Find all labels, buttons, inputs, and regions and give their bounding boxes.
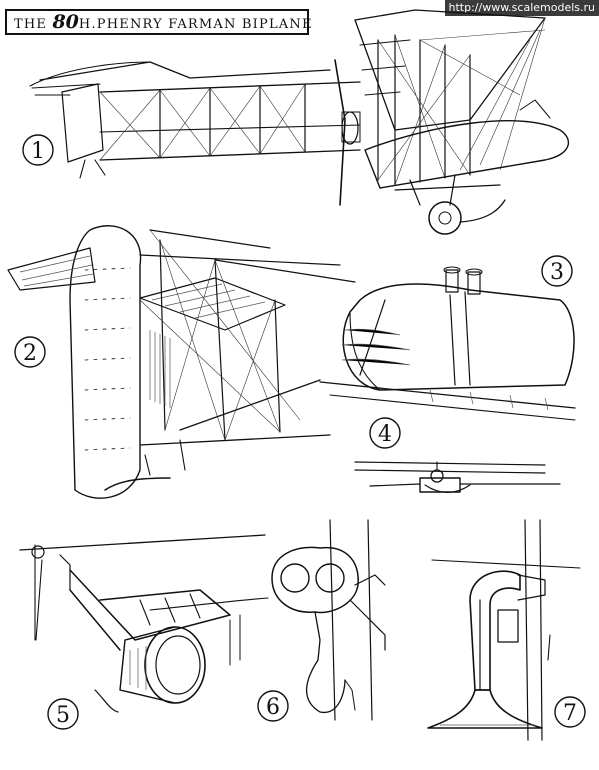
figure-number-2: 2 — [23, 341, 37, 366]
figure-number-1: 1 — [31, 139, 45, 164]
title-name: HENRY FARMAN BIPLANE — [106, 17, 313, 32]
figure-5-headlamp: 5 — [19, 534, 269, 730]
title-number: 80 — [52, 11, 79, 33]
figure-2-tail: 2 — [7, 225, 356, 499]
figure-3-tank: 3 — [319, 255, 576, 421]
title-prefix: THE — [14, 17, 48, 32]
title-unit: H.P — [78, 17, 107, 32]
watermark-url[interactable]: http://www.scalemodels.ru — [444, 0, 599, 16]
figure-1-biplane: 1 — [22, 9, 570, 235]
page-title: THE 80H.PHENRY FARMAN BIPLANE — [14, 11, 313, 33]
figure-6-goggles: 6 — [257, 519, 386, 722]
figure-number-7: 7 — [563, 701, 577, 726]
figure-number-4: 4 — [378, 422, 392, 447]
figure-4-turnbuckle: 4 — [354, 417, 561, 494]
figure-number-6: 6 — [266, 695, 280, 720]
figure-number-3: 3 — [550, 260, 564, 285]
figure-number-5: 5 — [56, 703, 70, 728]
title-box: THE 80H.PHENRY FARMAN BIPLANE — [5, 9, 311, 35]
figure-7-horn: 7 — [427, 519, 586, 741]
